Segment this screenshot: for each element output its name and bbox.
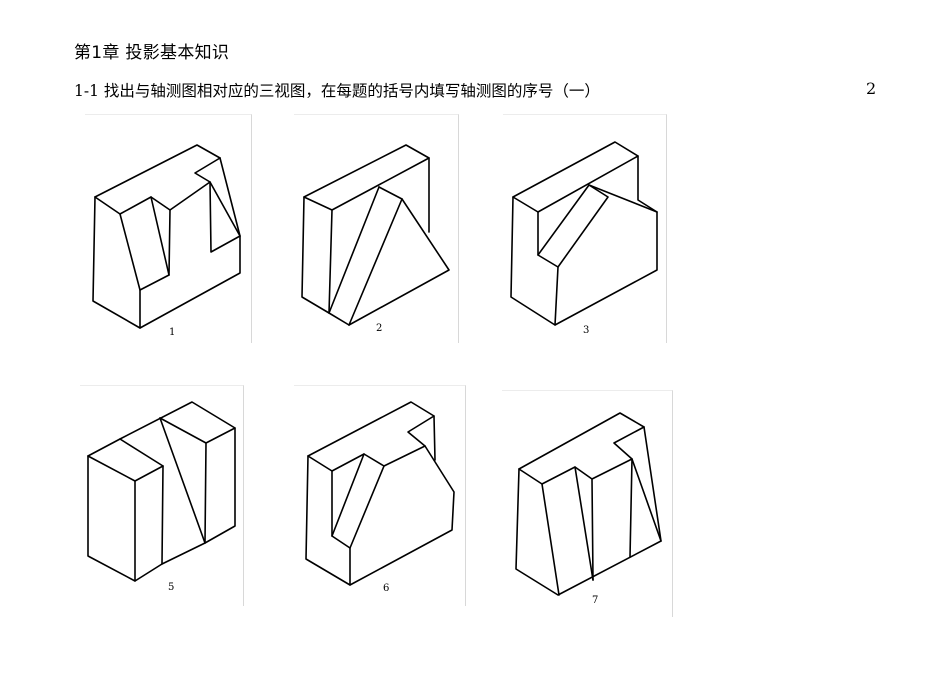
- figure-label: 7: [592, 595, 599, 606]
- figure-5: 5: [80, 385, 244, 606]
- figure-label: 5: [168, 582, 175, 593]
- chapter-title: 第1章 投影基本知识: [74, 43, 230, 63]
- isometric-drawing-7: [515, 412, 662, 596]
- isometric-drawing-2: [301, 144, 450, 326]
- figure-6: 6: [294, 385, 466, 606]
- isometric-drawing-3: [510, 141, 658, 326]
- figure-label: 2: [376, 323, 383, 334]
- figure-label: 1: [169, 327, 176, 338]
- isometric-drawing-5: [87, 401, 236, 582]
- figure-7: 7: [502, 390, 673, 617]
- figure-3: 3: [503, 114, 667, 343]
- figure-2: 2: [294, 114, 459, 343]
- question-text: 1-1 找出与轴测图相对应的三视图，在每题的括号内填写轴测图的序号（一）: [74, 82, 600, 100]
- figure-label: 3: [583, 325, 590, 336]
- page-number: 2: [866, 79, 877, 98]
- isometric-drawing-6: [305, 401, 455, 586]
- figure-1: 1: [85, 114, 252, 343]
- isometric-drawing-1: [92, 144, 241, 329]
- figure-label: 6: [383, 583, 390, 594]
